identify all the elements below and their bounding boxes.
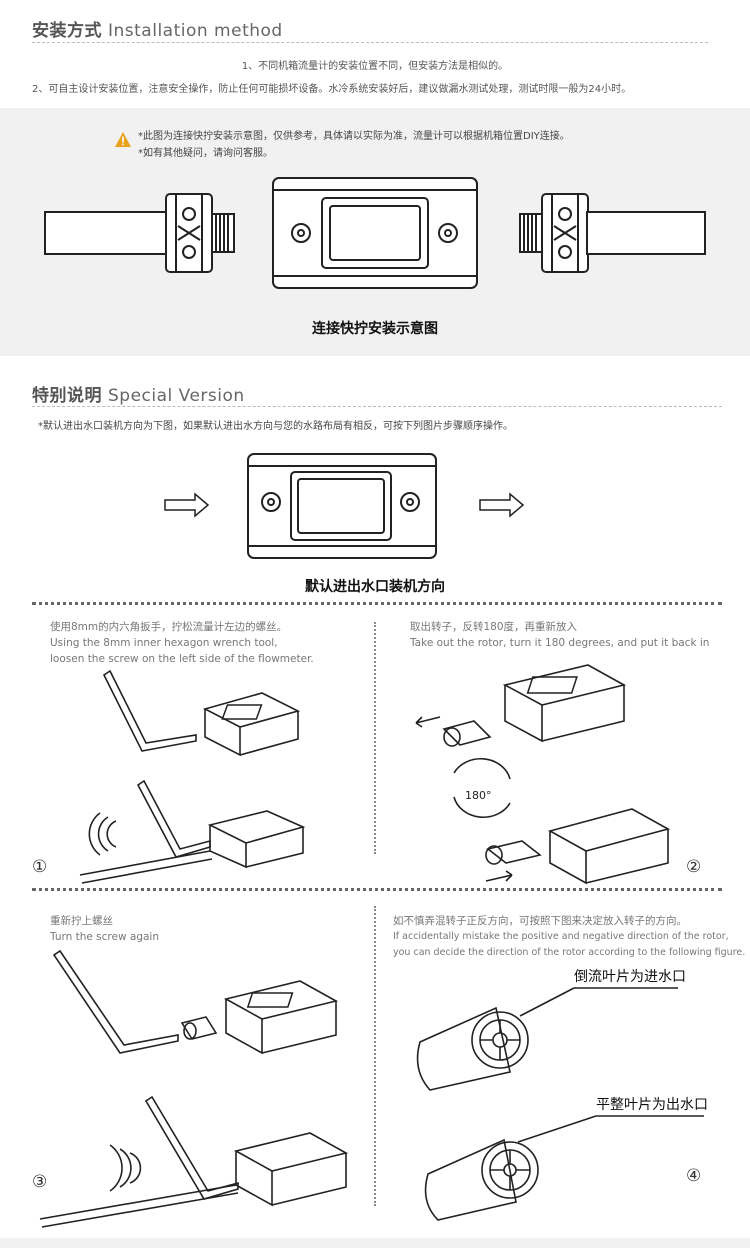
install-note-1: 1、不同机箱流量计的安装位置不同，但安装方法是相似的。 bbox=[241, 61, 509, 72]
warning-text-2: *如有其他疑问，请询问客服。 bbox=[138, 148, 273, 159]
default-direction-diagram bbox=[164, 453, 525, 559]
special-note: *默认进出水口装机方向为下图，如果默认进出水方向与您的水路布局有相反，可按下列图… bbox=[38, 421, 513, 432]
step-4-number: ④ bbox=[686, 1166, 702, 1186]
step-2-illustration bbox=[415, 664, 671, 885]
step-3-text: 重新拧上螺丝 Turn the screw again bbox=[50, 915, 159, 943]
install-note-2: 2、可自主设计安装位置，注意安全操作，防止任何可能损坏设备。水冷系统安装好后，建… bbox=[32, 84, 632, 95]
step-4-text: 如不慎弄混转子正反方向，可按照下图来决定放入转子的方向。 If accident… bbox=[393, 915, 746, 958]
warning-text-1: *此图为连接快拧安装示意图，仅供参考，具体请以实际为准，流量计可以根据机箱位置D… bbox=[138, 131, 570, 142]
installation-diagram-caption: 连接快拧安装示意图 bbox=[312, 321, 438, 337]
default-direction-caption: 默认进出水口装机方向 bbox=[305, 579, 445, 595]
steps-divider-middle bbox=[32, 888, 722, 891]
rotation-180-label: 180° bbox=[465, 789, 492, 802]
bottom-band bbox=[0, 1238, 750, 1248]
inlet-blade-label: 倒流叶片为进水口 bbox=[574, 969, 686, 985]
step-1-number: ① bbox=[32, 857, 48, 877]
step-1-illustration bbox=[79, 669, 306, 884]
step-3-illustration bbox=[39, 949, 349, 1228]
quick-connect-diagram bbox=[44, 177, 706, 289]
steps-divider-top bbox=[32, 602, 722, 605]
step-2-text: 取出转子，反转180度，再重新放入 Take out the rotor, tu… bbox=[410, 621, 710, 649]
step-3-number: ③ bbox=[32, 1172, 48, 1192]
section-divider bbox=[32, 406, 722, 407]
outlet-blade-label: 平整叶片为出水口 bbox=[596, 1097, 708, 1113]
step-4-illustration bbox=[416, 987, 704, 1221]
step-2-number: ② bbox=[686, 857, 702, 877]
steps-divider-vertical bbox=[374, 622, 376, 854]
warning-icon bbox=[115, 132, 131, 147]
steps-divider-vertical bbox=[374, 906, 376, 1206]
section-divider bbox=[32, 42, 708, 43]
step-1-text: 使用8mm的内六角扳手，拧松流量计左边的螺丝。 Using the 8mm in… bbox=[50, 621, 314, 665]
